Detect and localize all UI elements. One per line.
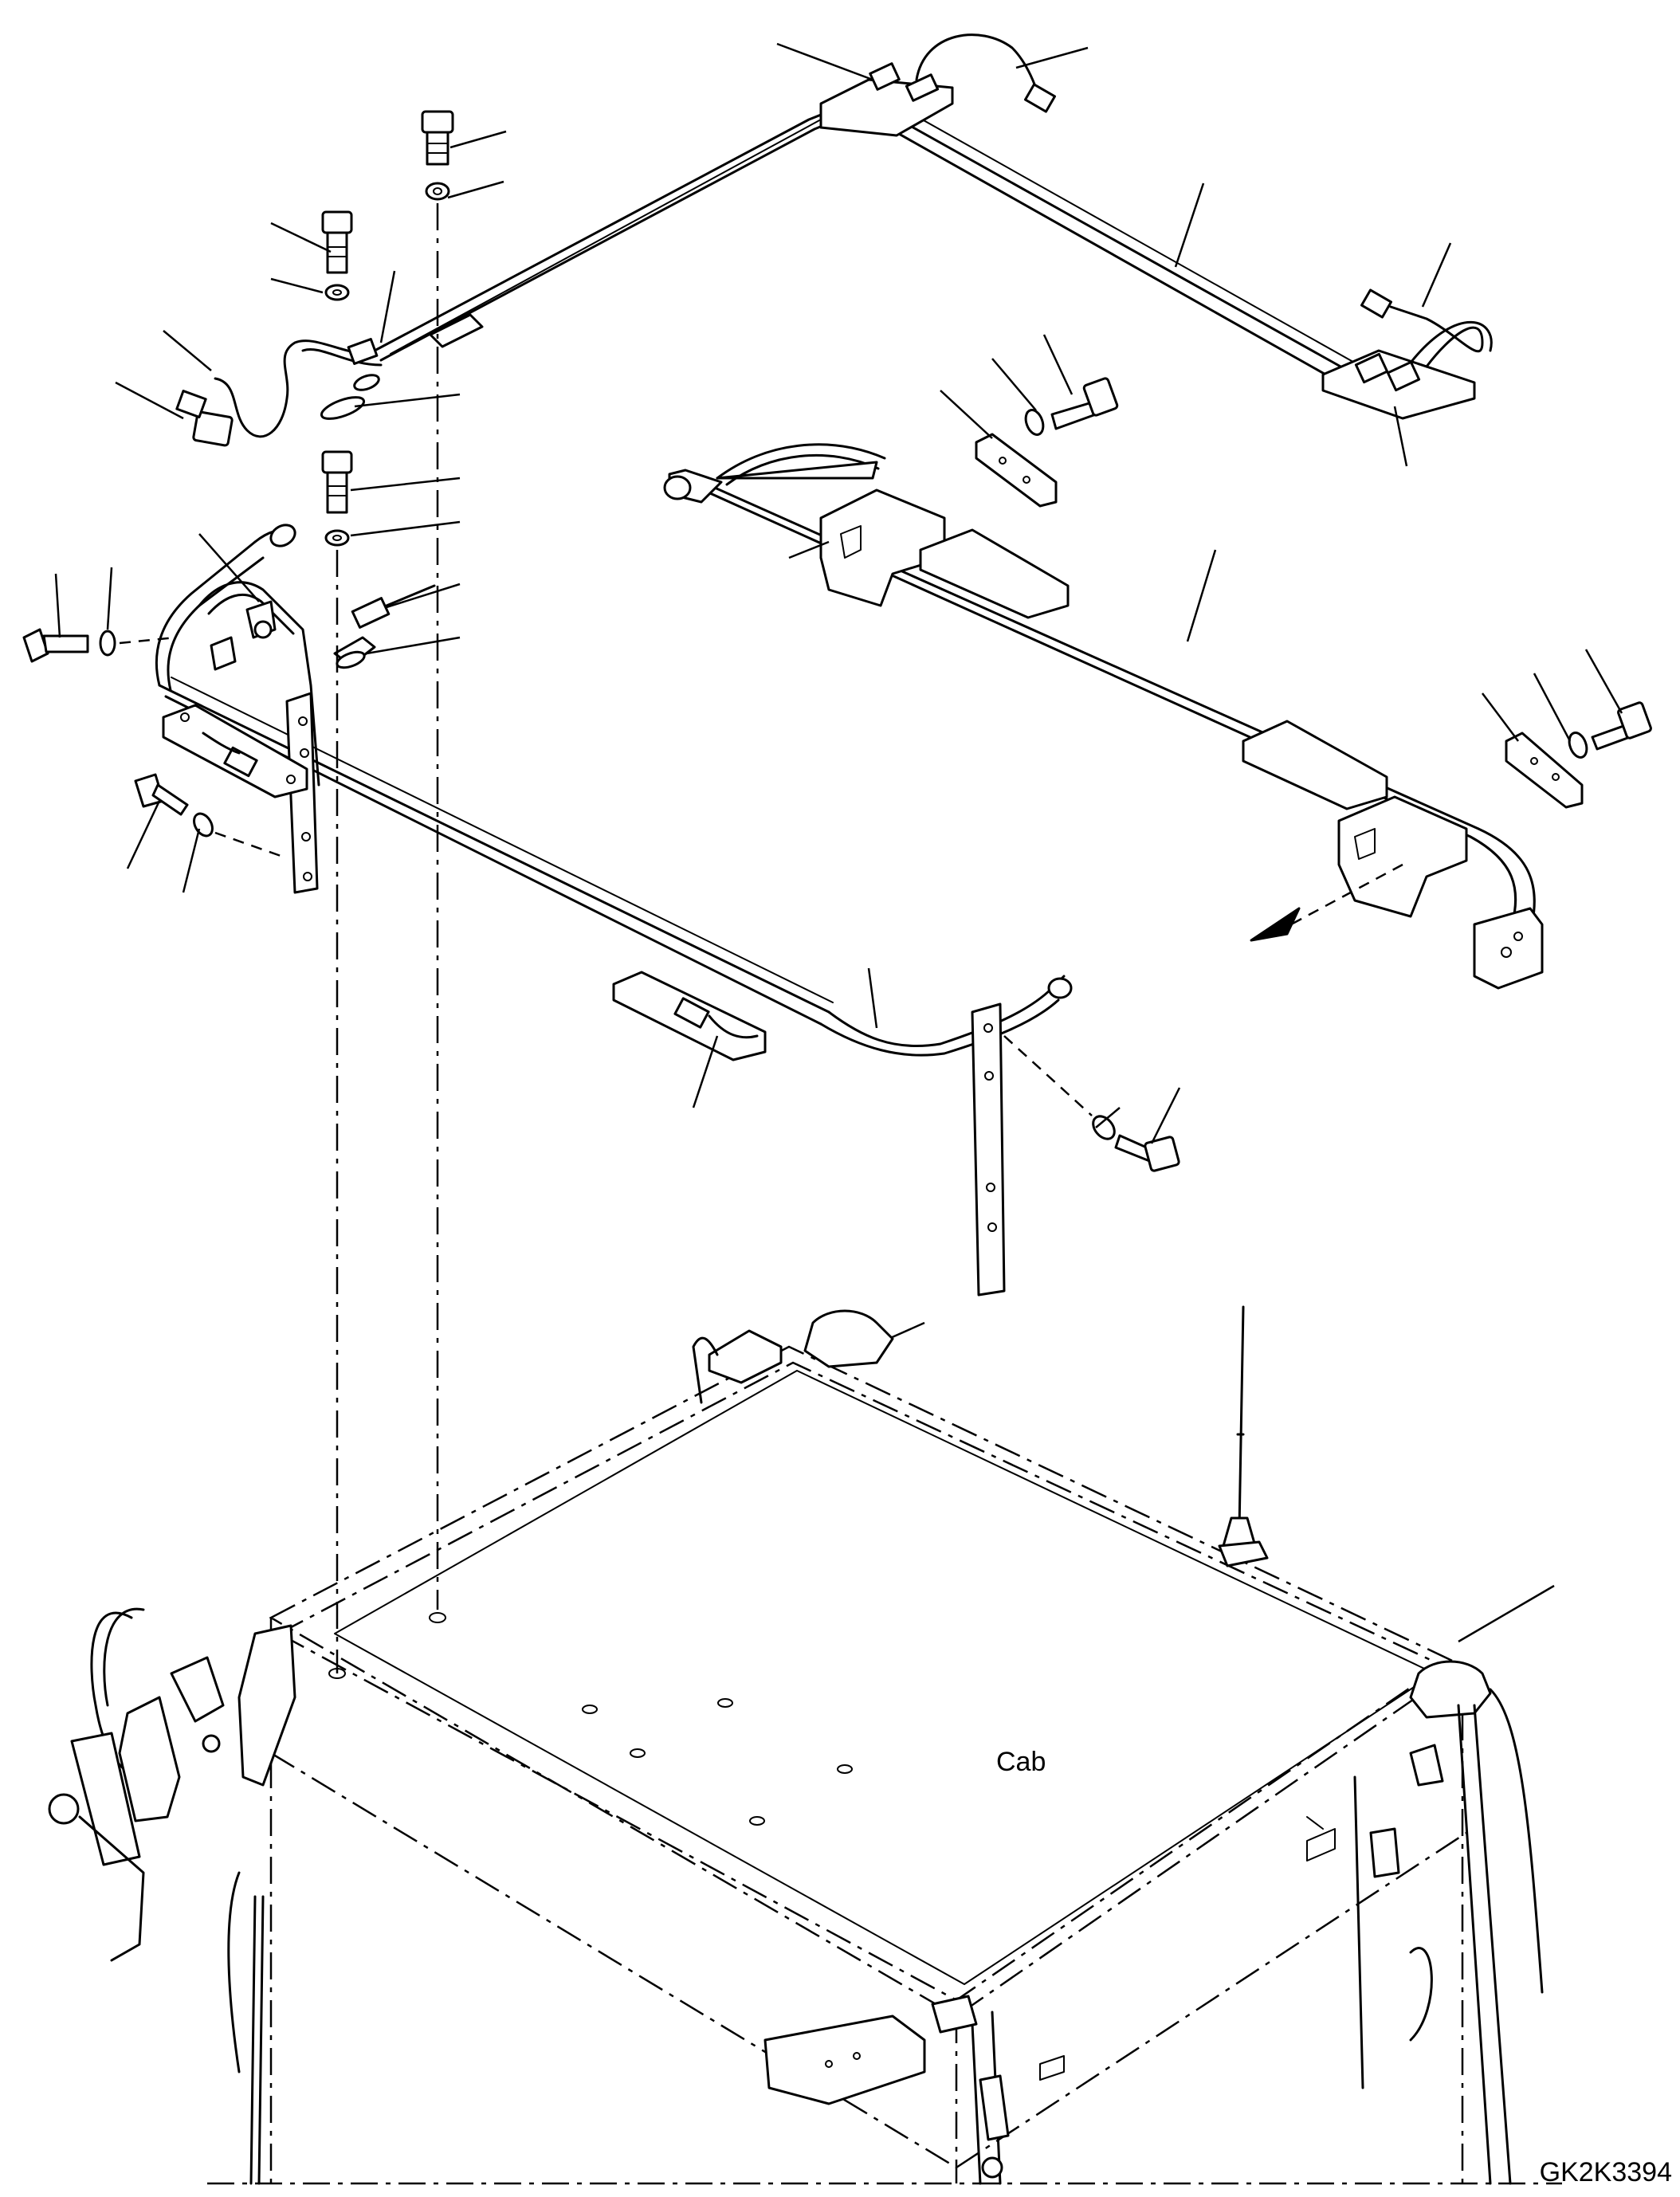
bolts-and-washers-column [321,110,454,669]
cab-assembly [48,1305,1562,2185]
upper-wire-harness [175,33,1493,447]
cab-label: Cab [996,1747,1046,1777]
right-frame-assembly [663,377,1652,990]
left-frame-assembly [22,524,1180,1297]
drawing-code: GK2K3394 [1540,2157,1672,2187]
leader-lines [54,42,1623,1643]
